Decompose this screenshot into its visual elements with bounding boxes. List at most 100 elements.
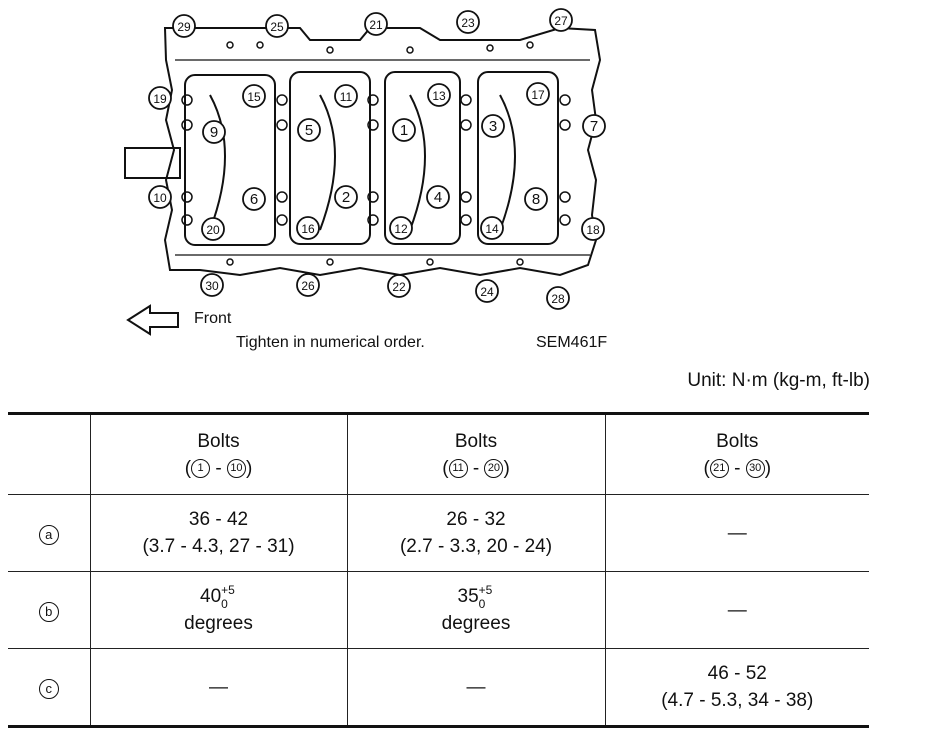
- table-cell: —: [89, 648, 347, 728]
- table-header-row: Bolts (1 - 10) Bolts (11 - 20) Bolts (21…: [8, 412, 869, 495]
- bolt-number-callout: 22: [387, 274, 411, 298]
- bolt-number-text: 2: [342, 189, 350, 206]
- unit-label: Unit: N·m (kg-m, ft-lb): [687, 370, 870, 391]
- bolt-number-text: 29: [177, 20, 191, 34]
- bearing-cap: [477, 71, 559, 245]
- row-label: a: [38, 524, 59, 545]
- bolt-number-circle: [334, 185, 358, 209]
- bolt-number-callout: 21: [364, 12, 388, 36]
- bolt-number-circle: [172, 14, 196, 38]
- bolt-number-text: 23: [461, 16, 475, 30]
- bolt-number-text: 28: [551, 292, 565, 306]
- bolt-number-circle: [242, 84, 266, 108]
- bolt-number-circle: [364, 12, 388, 36]
- bolt-number-text: 15: [247, 90, 261, 104]
- bolt-number-text: 22: [392, 280, 406, 294]
- bolt-number-circle: [200, 273, 224, 297]
- bearing-cap: [384, 71, 461, 245]
- angle-unit: degrees: [184, 613, 253, 634]
- torque-alt-units: (2.7 - 3.3, 20 - 24): [399, 536, 553, 557]
- bolt-number-text: 14: [485, 222, 499, 236]
- torque-alt-units: (4.7 - 5.3, 34 - 38): [661, 690, 814, 711]
- bolt-number-callout: 9: [202, 120, 226, 144]
- bolt-number-circle: [427, 83, 451, 107]
- angle-unit: degrees: [441, 613, 511, 634]
- bolt-number-callout: 3: [481, 114, 505, 138]
- torque-value: 26 - 32: [446, 509, 506, 530]
- bolt-number-text: 11: [340, 90, 353, 104]
- header-cell: Bolts (1 - 10): [89, 412, 347, 495]
- bolt-number-callout: 25: [265, 14, 289, 38]
- table-row: c — — 46 - 52 (4.7 - 5.3, 34 - 38): [8, 648, 869, 728]
- diagram-ref-code: SEM461F: [536, 334, 608, 351]
- bolt-number-circle: [334, 84, 358, 108]
- header-title: Bolts: [454, 430, 498, 452]
- bolt-number-text: 17: [531, 88, 545, 102]
- table-cell: 26 - 32 (2.7 - 3.3, 20 - 24): [346, 494, 605, 572]
- bolt-number-text: 10: [153, 191, 167, 205]
- front-arrow-icon: [126, 304, 179, 336]
- header-range: (1 - 10): [184, 457, 253, 479]
- bolt-number-text: 1: [400, 122, 408, 139]
- bolt-number-text: 16: [301, 222, 315, 236]
- bolt-number-circle: [148, 185, 172, 209]
- row-label-cell: a: [8, 494, 90, 572]
- bolt-number-circle: [582, 114, 606, 138]
- bolt-number-circle: [426, 185, 450, 209]
- row-label: b: [38, 601, 59, 622]
- bolt-number-text: 4: [434, 189, 442, 206]
- bolt-number-text: 24: [480, 285, 494, 299]
- bolt-number-text: 26: [301, 279, 315, 293]
- bolt-number-text: 20: [206, 223, 220, 237]
- bolt-number-text: 6: [250, 191, 258, 208]
- torque-value: 36 - 42: [188, 509, 249, 530]
- bolt-number-text: 25: [270, 20, 284, 34]
- header-title: Bolts: [716, 430, 759, 452]
- bolt-number-text: 9: [210, 124, 218, 141]
- table-row: a 36 - 42 (3.7 - 4.3, 27 - 31) 26 - 32 (…: [8, 494, 869, 572]
- table-cell: —: [604, 571, 869, 649]
- bolt-number-circle: [296, 273, 320, 297]
- header-empty-cell: [8, 412, 90, 495]
- block-outline: [163, 26, 602, 277]
- header-range: (21 - 30): [703, 457, 772, 479]
- bolt-number-callout: 26: [296, 273, 320, 297]
- bolt-number-callout: 12: [389, 216, 413, 240]
- bolt-number-text: 21: [369, 18, 383, 32]
- bolt-number-text: 5: [305, 122, 313, 139]
- torque-spec-table: Bolts (1 - 10) Bolts (11 - 20) Bolts (21…: [8, 412, 869, 728]
- bolt-number-circle: [296, 216, 320, 240]
- bolt-number-circle: [297, 118, 321, 142]
- empty-value-dash: —: [727, 522, 747, 544]
- bolt-number-text: 19: [153, 92, 167, 106]
- table-cell: 36 - 42 (3.7 - 4.3, 27 - 31): [89, 494, 347, 572]
- bolt-number-circle: [581, 217, 605, 241]
- bolt-number-circle: [242, 187, 266, 211]
- bolt-number-text: 8: [532, 191, 540, 208]
- bolt-number-callout: 27: [549, 8, 573, 32]
- bolt-number-circle: [456, 10, 480, 34]
- bolt-tightening-diagram: 1234567891011121314151617181920212223242…: [124, 8, 606, 336]
- bolt-number-callout: 19: [148, 86, 172, 110]
- bolt-number-text: 3: [489, 118, 497, 135]
- empty-value-dash: —: [727, 599, 747, 621]
- bolt-number-circle: [202, 120, 226, 144]
- bolt-number-callout: 5: [297, 118, 321, 142]
- bolt-number-callout: 24: [475, 279, 499, 303]
- bolt-number-text: 30: [205, 279, 219, 293]
- bolt-number-callout: 7: [582, 114, 606, 138]
- bolt-number-circle: [549, 8, 573, 32]
- bolt-number-callout: 2: [334, 185, 358, 209]
- header-range: (11 - 20): [442, 457, 510, 479]
- bolt-number-circle: [524, 187, 548, 211]
- bolt-number-circle: [475, 279, 499, 303]
- bolt-number-callout: 23: [456, 10, 480, 34]
- front-label: Front: [194, 310, 232, 327]
- bolt-number-circle: [148, 86, 172, 110]
- bolt-number-circle: [389, 216, 413, 240]
- bolt-number-callout: 1: [392, 118, 416, 142]
- bolt-number-circle: [201, 217, 225, 241]
